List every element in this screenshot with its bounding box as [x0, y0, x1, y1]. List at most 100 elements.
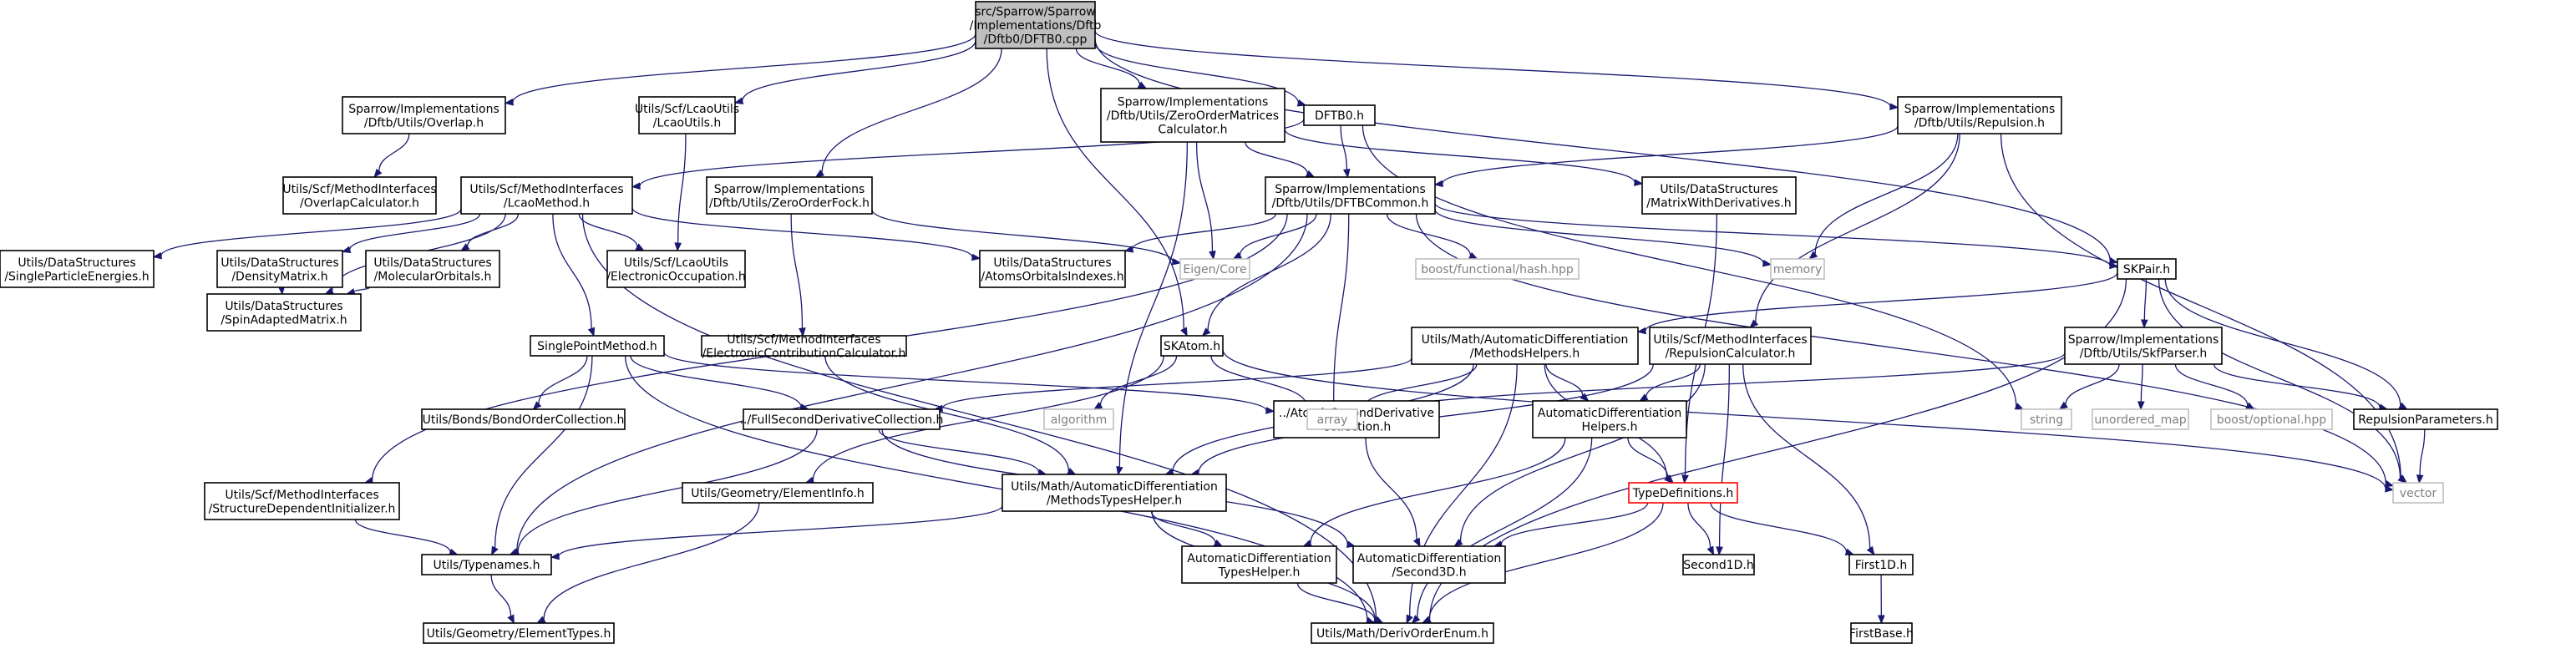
node-singlepoint[interactable]: SinglePointMethod.h [530, 335, 665, 357]
node-label-line: /ElectronicOccupation.h [606, 270, 746, 283]
node-repulsion[interactable]: Sparrow/Implementations/Dftb/Utils/Repul… [1897, 96, 2062, 134]
node-lcaoutils[interactable]: Utils/Scf/LcaoUtils/LcaoUtils.h [635, 96, 739, 134]
node-vector[interactable]: vector [2392, 482, 2444, 504]
node-repulsioncalc[interactable]: Utils/Scf/MethodInterfaces/RepulsionCalc… [1649, 327, 1812, 365]
node-molorbitals[interactable]: Utils/DataStructures/MolecularOrbitals.h [365, 250, 500, 288]
node-electronicocc[interactable]: Utils/Scf/LcaoUtils/ElectronicOccupation… [606, 250, 746, 288]
node-typedefs[interactable]: TypeDefinitions.h [1628, 482, 1738, 504]
node-overlap[interactable]: Sparrow/Implementations/Dftb/Utils/Overl… [342, 96, 506, 134]
node-methodstypes[interactable]: Utils/Math/AutomaticDifferentiation/Meth… [1001, 474, 1227, 512]
node-string[interactable]: string [2021, 408, 2072, 430]
node-label-line: Utils/Geometry/ElementInfo.h [691, 487, 865, 500]
edge-arrowhead [1411, 615, 1421, 624]
node-box [342, 96, 506, 134]
node-elementinfo[interactable]: Utils/Geometry/ElementInfo.h [682, 482, 874, 504]
node-skpair[interactable]: SKPair.h [2117, 258, 2177, 280]
edge-skatom-to-algorithm [1093, 355, 1178, 410]
node-electroniccontrib[interactable]: Utils/Scf/MethodInterfaces/ElectronicCon… [701, 333, 907, 361]
node-typenames[interactable]: Utils/Typenames.h [421, 554, 552, 575]
node-zeroorder[interactable]: Sparrow/Implementations/Dftb/Utils/ZeroO… [1100, 88, 1285, 143]
edge-dftbcommon-to-memory [1434, 209, 1772, 267]
node-second1d[interactable]: Second1D.h [1682, 554, 1755, 575]
edge-root-to-dftb0h [1094, 43, 1307, 107]
node-spinadapted[interactable]: Utils/DataStructures/SpinAdaptedMatrix.h [206, 293, 362, 332]
node-first1d[interactable]: First1D.h [1848, 554, 1914, 575]
node-box [701, 335, 907, 357]
node-box [2353, 408, 2498, 430]
edge-skfparser-to-string [2058, 363, 2120, 410]
edge-arrowhead [1762, 259, 1772, 267]
edge-arrowhead [2108, 257, 2119, 265]
edge-line [1245, 141, 1308, 175]
node-box [1352, 545, 1506, 584]
node-structdepinit[interactable]: Utils/Scf/MethodInterfaces/StructureDepe… [204, 482, 400, 520]
edge-root-to-repulsion [1094, 30, 1899, 111]
node-boosthash[interactable]: boost/functional/hash.hpp [1415, 258, 1580, 280]
edge-line [354, 519, 451, 553]
node-elementtypes[interactable]: Utils/Geometry/ElementTypes.h [423, 622, 615, 644]
node-memory[interactable]: memory [1770, 258, 1825, 280]
edge-arrowhead [1878, 615, 1885, 625]
node-label-line: Sparrow/Implementations [1904, 103, 2056, 116]
node-array[interactable]: array [1306, 408, 1358, 430]
node-derivorder[interactable]: Utils/Math/DerivOrderEnum.h [1311, 622, 1494, 644]
node-label-line: DFTB0.h [1315, 109, 1364, 123]
node-matrixwithder[interactable]: Utils/DataStructures/MatrixWithDerivativ… [1641, 176, 1797, 215]
node-methodshelpers[interactable]: Utils/Math/AutomaticDifferentiation/Meth… [1411, 327, 1639, 365]
node-zofock[interactable]: Sparrow/Implementations/Dftb/Utils/ZeroO… [706, 176, 873, 215]
node-skfparser[interactable]: Sparrow/Implementations/Dftb/Utils/SkfPa… [2064, 327, 2223, 365]
edge-line [1132, 213, 1277, 250]
edge-zeroorder-to-eigencore [1195, 141, 1216, 261]
node-dftb0h[interactable]: DFTB0.h [1303, 104, 1376, 126]
edge-line [1094, 30, 1891, 108]
node-bondorder[interactable]: Utils/Bonds/BondOrderCollection.h [421, 408, 626, 430]
node-unorderedmap[interactable]: unordered_map [2092, 408, 2189, 430]
edge-typenames-to-elementtypes [490, 574, 515, 625]
edge-lcaomethod-to-singlepoint [552, 213, 596, 337]
node-fullsecond[interactable]: ../FullSecondDerivativeCollection.h [740, 408, 944, 430]
node-box [204, 482, 400, 520]
edge-line [2419, 428, 2426, 476]
node-box [1160, 335, 1224, 357]
node-singleparticle[interactable]: Utils/DataStructures/SingleParticleEnerg… [0, 250, 155, 288]
node-firstbase[interactable]: FirstBase.h [1849, 622, 1914, 644]
node-atomsorbitals[interactable]: Utils/DataStructures/AtomsOrbitalsIndexe… [979, 250, 1126, 288]
edge-lcaomethod-to-electronicocc [578, 213, 645, 251]
node-dftbcommon[interactable]: Sparrow/Implementations/Dftb/Utils/DFTBC… [1265, 176, 1436, 215]
node-overlapcalc[interactable]: Utils/Scf/MethodInterfaces/OverlapCalcul… [282, 176, 437, 215]
node-box [216, 250, 343, 288]
node-adsecond3d[interactable]: AutomaticDifferentiation/Second3D.h [1352, 545, 1506, 584]
edge-line [349, 213, 481, 251]
node-label-line: boost/functional/hash.hpp [1421, 263, 1574, 276]
edge-line [1340, 124, 1347, 170]
edge-dftbcommon-to-atomsorbitals [1123, 213, 1277, 253]
node-label-line: ../FullSecondDerivativeCollection.h [740, 413, 944, 427]
edge-arrowhead [1296, 99, 1307, 107]
node-boostoptional[interactable]: boost/optional.hpp [2210, 408, 2333, 430]
edge-line [1742, 363, 1871, 549]
edge-root-to-overlap [504, 33, 976, 106]
node-label-line: Utils/Bonds/BondOrderCollection.h [423, 413, 625, 427]
node-eigencore[interactable]: Eigen/Core [1179, 258, 1250, 280]
node-densitymatrix[interactable]: Utils/DataStructures/DensityMatrix.h [216, 250, 343, 288]
node-algorithm[interactable]: algorithm [1043, 408, 1114, 430]
node-label-line: Utils/DataStructures [1660, 183, 1777, 196]
node-label-line: src/Sparrow/Sparrow [975, 6, 1096, 19]
node-label-line: /SpinAdaptedMatrix.h [221, 313, 347, 327]
node-lcaomethod[interactable]: Utils/Scf/MethodInterfaces/LcaoMethod.h [460, 176, 633, 215]
edge-line [1195, 141, 1214, 252]
node-label-line: boost/optional.hpp [2217, 413, 2326, 427]
edge-root-to-skpair [1094, 38, 2119, 265]
node-root[interactable]: src/Sparrow/Sparrow/Implementations/Dftb… [970, 1, 1102, 49]
node-label-line: unordered_map [2094, 413, 2186, 427]
edge-line [353, 286, 371, 293]
node-repulsionparams[interactable]: RepulsionParameters.h [2353, 408, 2498, 430]
edge-arrowhead [459, 243, 470, 251]
node-skatom[interactable]: SKAtom.h [1160, 335, 1224, 357]
edge-line [2174, 363, 2249, 406]
edge-line [2158, 278, 2401, 479]
node-label-line: Utils/Math/AutomaticDifferentiation [1011, 480, 1218, 494]
